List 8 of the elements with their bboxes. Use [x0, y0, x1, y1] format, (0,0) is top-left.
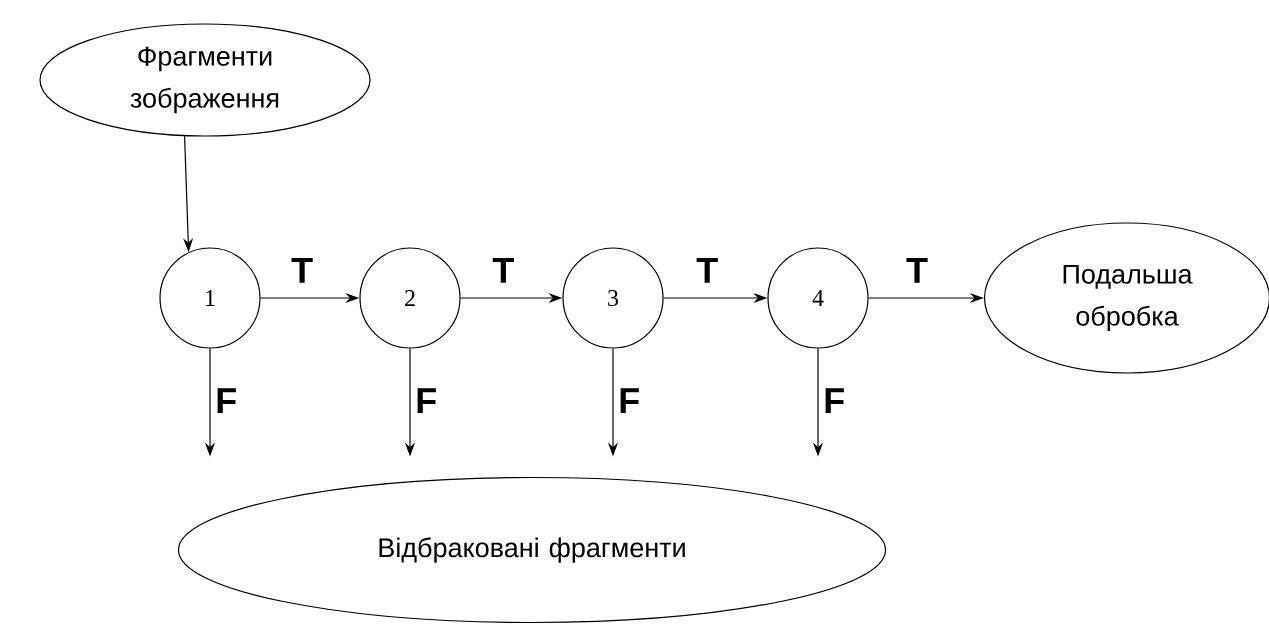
- edge-label: F: [214, 387, 239, 414]
- edge-label: T: [491, 257, 516, 284]
- edge-label: F: [822, 387, 847, 414]
- edge-label: T: [695, 257, 720, 284]
- edge-label: F: [617, 387, 642, 414]
- edge-label: T: [290, 257, 315, 284]
- edge-label: F: [414, 387, 439, 414]
- edge-label: T: [905, 257, 930, 284]
